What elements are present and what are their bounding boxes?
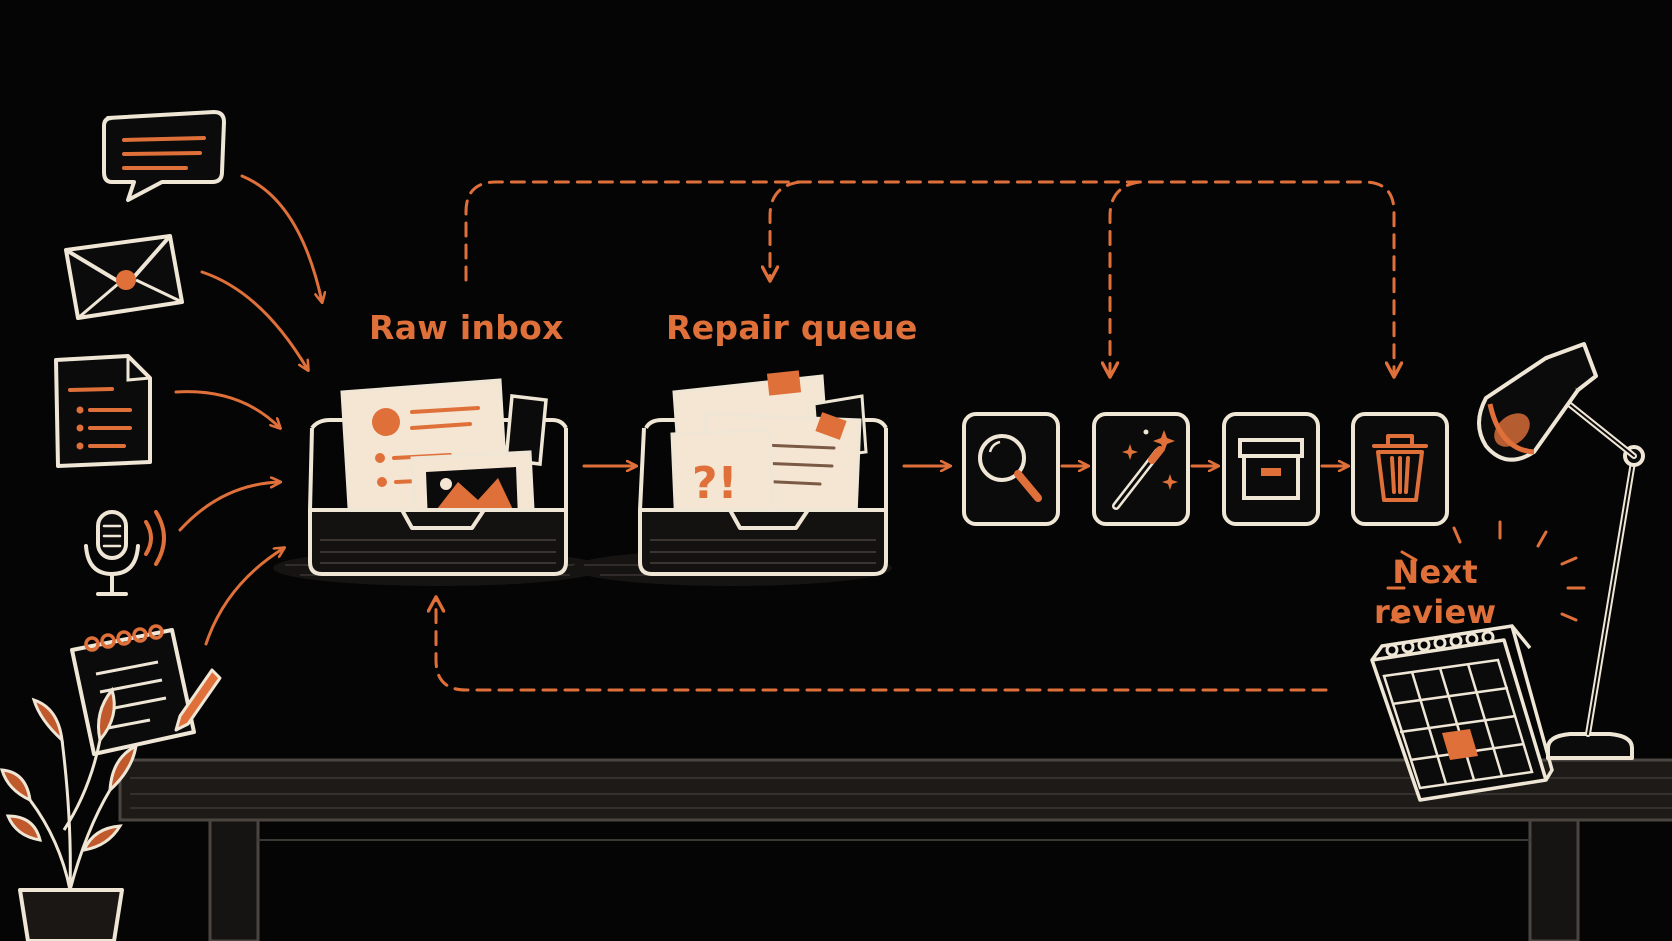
magic-wand-icon xyxy=(1092,412,1190,526)
plant-icon xyxy=(0,686,138,941)
envelope-icon xyxy=(64,234,184,320)
magnifier-icon xyxy=(962,412,1060,526)
next-review-rays xyxy=(1386,520,1586,622)
raw-inbox-tray xyxy=(273,378,603,586)
repair-queue-tray: ?! xyxy=(572,370,892,586)
trash-icon xyxy=(1351,412,1449,526)
feedback-loop-bottom xyxy=(436,598,1328,692)
calendar-icon xyxy=(1370,624,1554,802)
chat-bubble-icon xyxy=(102,110,226,202)
microphone-icon xyxy=(84,510,166,596)
desk-lamp-icon xyxy=(1477,342,1645,760)
feedback-loop-top xyxy=(464,180,1394,376)
repair-card-mark: ?! xyxy=(692,458,738,509)
document-icon xyxy=(54,354,152,468)
archive-box-icon xyxy=(1222,412,1320,526)
input-arrows xyxy=(174,174,322,646)
